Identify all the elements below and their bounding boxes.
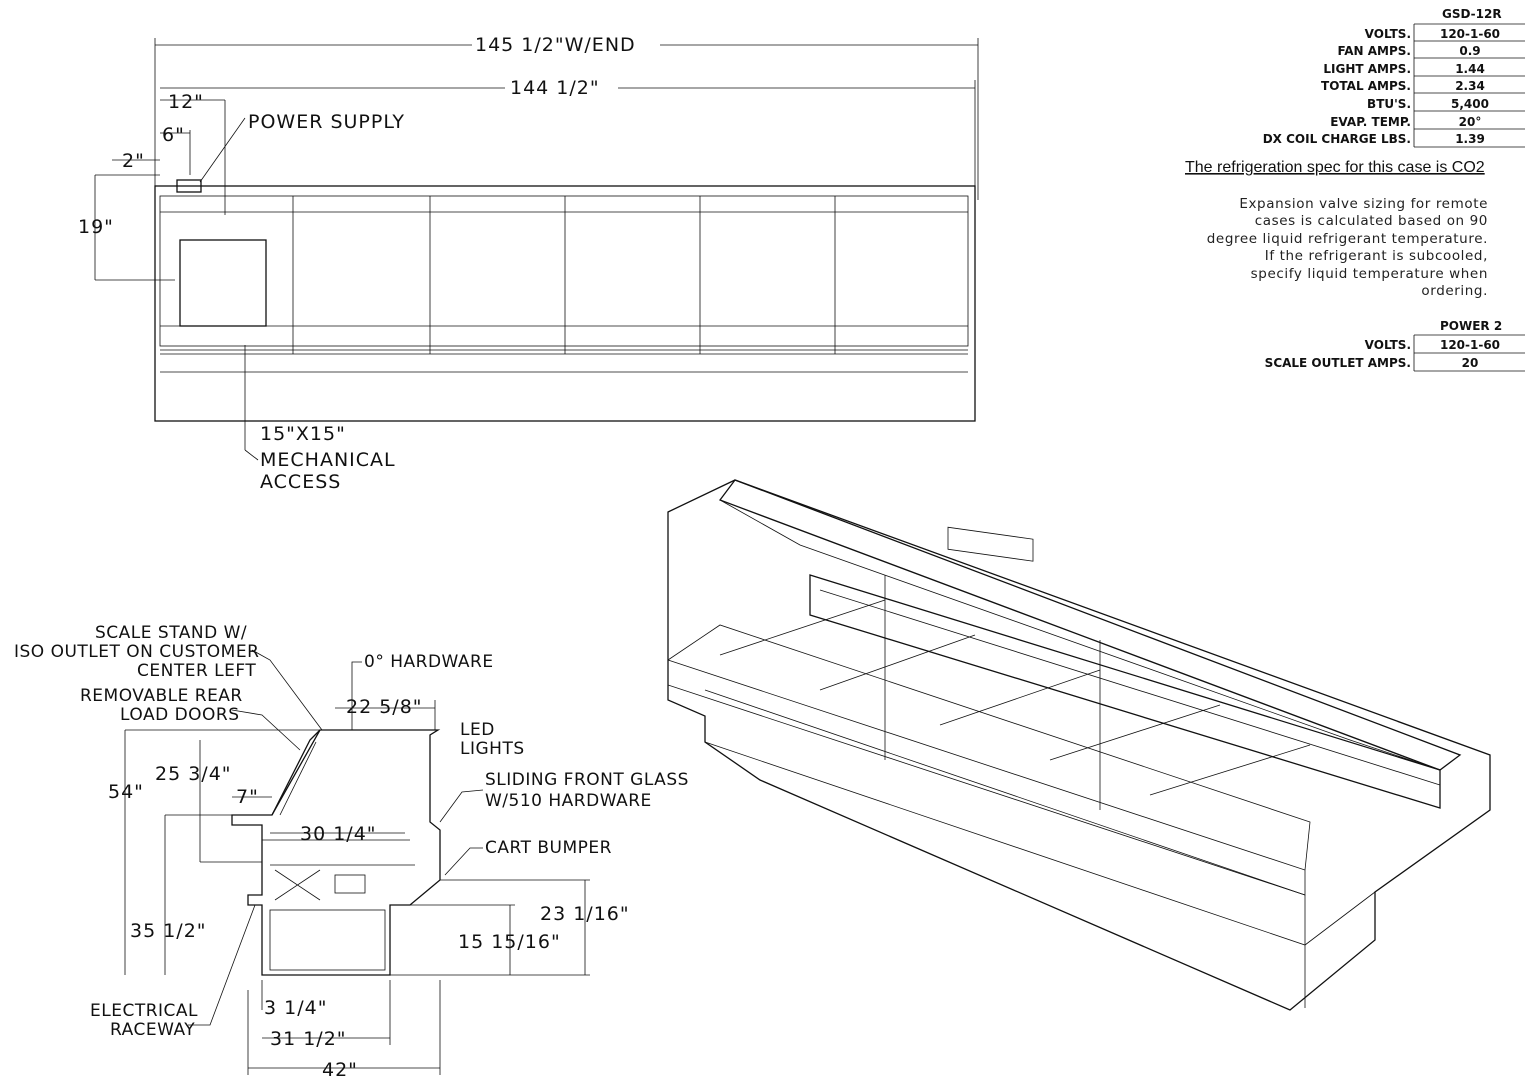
spec-label: VOLTS. [1365, 27, 1411, 41]
co2-note: The refrigeration spec for this case is … [1185, 159, 1485, 176]
power-supply-label: POWER SUPPLY [248, 111, 405, 133]
spec-label: EVAP. TEMP. [1330, 115, 1411, 129]
led-label: LED [460, 720, 495, 740]
plan-view: 145 1/2"W/END 144 1/2" 12" 6" 2" 19" POW… [78, 34, 979, 493]
spec-label: LIGHT AMPS. [1323, 62, 1411, 76]
expansion-note-line: Expansion valve sizing for remote [1239, 196, 1488, 212]
spec-value: 2.34 [1455, 79, 1485, 93]
dim-3: 3 1/4" [264, 997, 327, 1019]
spec-value: 20° [1459, 115, 1482, 129]
hardware-label: 0° HARDWARE [364, 652, 494, 672]
dim-6: 6" [162, 124, 185, 146]
led-label: LIGHTS [460, 739, 525, 759]
expansion-note-line: ordering. [1421, 283, 1488, 299]
spec-value: 1.44 [1455, 62, 1485, 76]
rear-doors-label: LOAD DOORS [120, 705, 240, 725]
dim-30: 30 1/4" [300, 823, 377, 845]
access-label-1: MECHANICAL [260, 449, 396, 471]
power2-title: POWER 2 [1440, 319, 1502, 333]
dim-23: 23 1/16" [540, 903, 630, 925]
model-number: GSD-12R [1442, 7, 1502, 21]
isometric-case-view [667, 479, 1491, 1011]
expansion-note-line: cases is calculated based on 90 [1255, 213, 1488, 229]
raceway-label: RACEWAY [110, 1020, 195, 1040]
spec-value: 0.9 [1459, 44, 1480, 58]
power2-value: 20 [1462, 356, 1479, 370]
spec-table: GSD-12R VOLTS. FAN AMPS. LIGHT AMPS. TOT… [1185, 7, 1525, 372]
dim-15: 15 15/16" [458, 931, 561, 953]
expansion-note-line: specify liquid temperature when [1251, 266, 1488, 282]
case-width-dim: 144 1/2" [510, 77, 600, 99]
cart-bumper-label: CART BUMPER [485, 838, 612, 858]
overall-width-dim: 145 1/2"W/END [475, 34, 636, 56]
section-view: SCALE STAND W/ ISO OUTLET ON CUSTOMER CE… [14, 623, 689, 1080]
dim-25: 25 3/4" [155, 763, 232, 785]
spec-label: FAN AMPS. [1337, 44, 1411, 58]
spec-value: 5,400 [1451, 97, 1489, 111]
power2-value: 120-1-60 [1440, 338, 1500, 352]
dim-7: 7" [236, 786, 259, 808]
spec-label: BTU'S. [1367, 97, 1411, 111]
spec-label: TOTAL AMPS. [1321, 79, 1411, 93]
power2-label: SCALE OUTLET AMPS. [1265, 356, 1411, 370]
scale-stand-label: ISO OUTLET ON CUSTOMER [14, 642, 259, 662]
access-size: 15"X15" [260, 423, 346, 445]
expansion-note-line: degree liquid refrigerant temperature. [1207, 231, 1488, 247]
spec-value: 120-1-60 [1440, 27, 1500, 41]
dim-35: 35 1/2" [130, 920, 207, 942]
spec-label: DX COIL CHARGE LBS. [1263, 132, 1411, 146]
dim-31: 31 1/2" [270, 1028, 347, 1050]
access-label-2: ACCESS [260, 471, 341, 493]
raceway-label: ELECTRICAL [90, 1001, 198, 1021]
glass-label: W/510 HARDWARE [485, 791, 652, 811]
dim-22: 22 5/8" [346, 696, 423, 718]
rear-doors-label: REMOVABLE REAR [80, 686, 243, 706]
dim-54: 54" [108, 781, 144, 803]
power2-label: VOLTS. [1365, 338, 1411, 352]
dim-12: 12" [168, 91, 204, 113]
scale-stand-label: SCALE STAND W/ [95, 623, 247, 643]
mechanical-access-panel [179, 239, 267, 327]
spec-value: 1.39 [1455, 132, 1485, 146]
glass-label: SLIDING FRONT GLASS [485, 770, 689, 790]
scale-stand-label: CENTER LEFT [137, 661, 256, 681]
dim-19: 19" [78, 216, 114, 238]
expansion-note-line: If the refrigerant is subcooled, [1265, 248, 1488, 264]
dim-2: 2" [122, 150, 145, 172]
dim-42: 42" [322, 1059, 358, 1080]
